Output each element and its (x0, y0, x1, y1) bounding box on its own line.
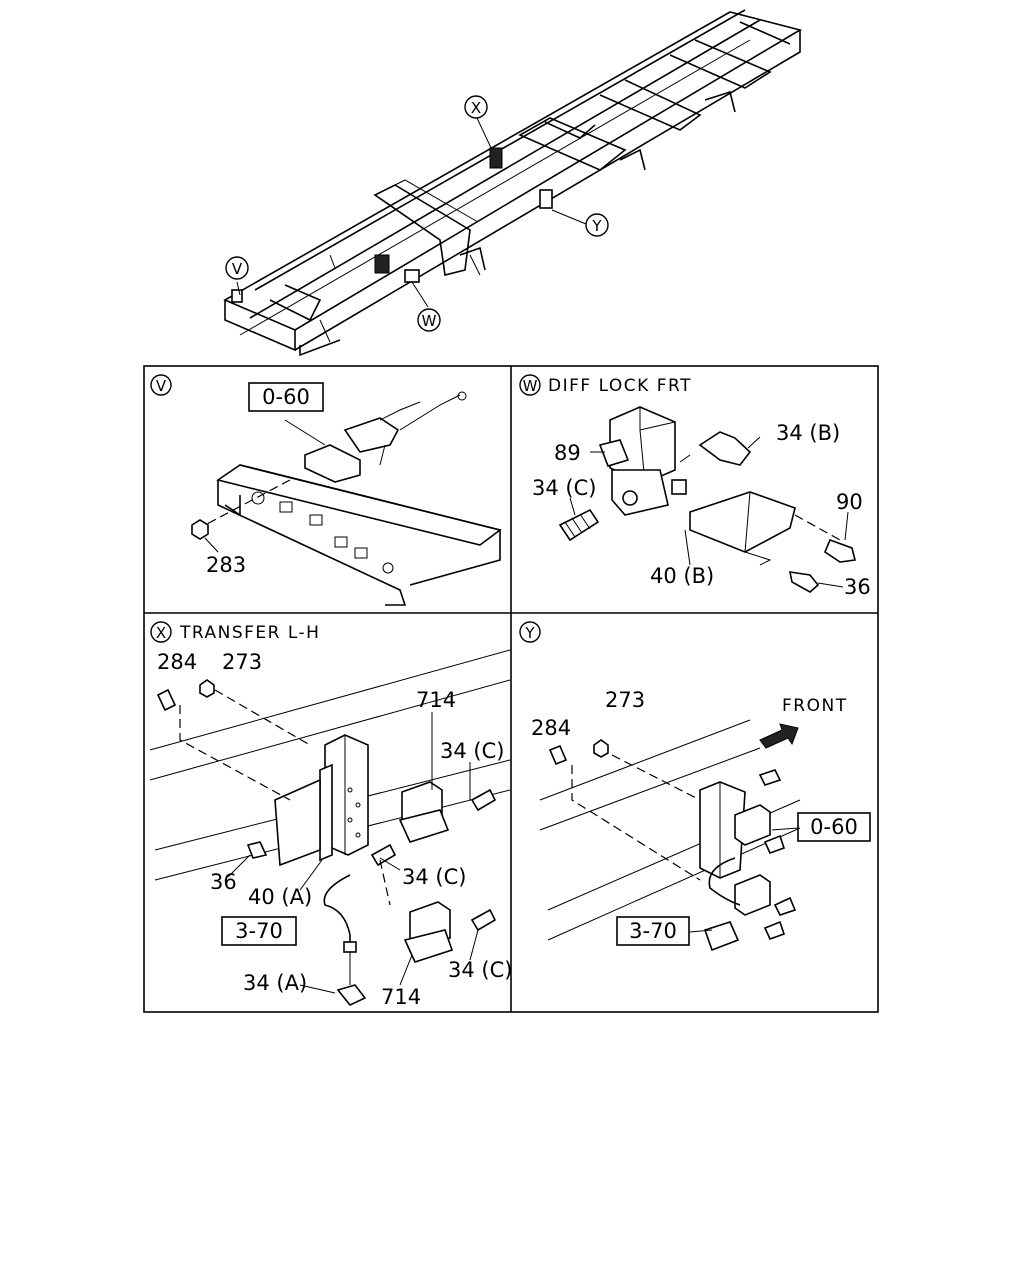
panel-x-label-714-bottom: 714 (381, 985, 421, 1009)
panel-w: W DIFF LOCK FRT 89 34 (B) 34 (C) 90 40 (… (519, 374, 871, 599)
panel-x-label-34c-bottom: 34 (C) (448, 958, 512, 982)
panel-y-ref-box-bottom (616, 916, 690, 946)
chassis-frame-overview: X Y V W (223, 9, 803, 357)
panel-w-label-90: 90 (836, 490, 863, 514)
callout-y-label: Y (591, 217, 602, 235)
panel-x-label-36: 36 (210, 870, 237, 894)
panel-x-label-34c-top: 34 (C) (440, 739, 504, 763)
panel-w-marker (519, 374, 541, 396)
panel-y-marker-label: Y (524, 624, 535, 642)
panel-v-marker (150, 374, 172, 396)
panel-w-label-40b: 40 (B) (650, 564, 714, 588)
panel-x: X TRANSFER L-H 3- (149, 621, 512, 1009)
panel-w-title: DIFF LOCK FRT (548, 376, 692, 396)
panel-x-label-714-top: 714 (416, 688, 456, 712)
panel-x-label-273: 273 (222, 650, 262, 674)
panel-y-marker (519, 621, 541, 643)
panel-y-label-273: 273 (605, 688, 645, 712)
panel-x-label-34a: 34 (A) (243, 971, 307, 995)
panel-y-ref-box-bottom-text: 3-70 (629, 919, 677, 943)
panel-y-front-label: FRONT (782, 696, 848, 716)
panel-x-marker (150, 621, 172, 643)
panel-w-label-34c: 34 (C) (532, 476, 596, 500)
panel-w-label-36: 36 (844, 575, 871, 599)
callout-x (464, 95, 488, 119)
panel-w-marker-label: W (523, 377, 538, 395)
panel-y: Y FRONT 0-60 3-70 284 273 (519, 621, 871, 952)
panel-x-marker-label: X (156, 624, 166, 642)
detail-grid (143, 365, 879, 1013)
panel-x-ref-box (221, 916, 297, 946)
panel-v: V 0-60 283 (150, 374, 502, 606)
panel-v-ref-box-text: 0-60 (262, 385, 310, 409)
panel-w-label-34b: 34 (B) (776, 421, 840, 445)
panel-v-marker-label: V (156, 377, 167, 395)
panel-x-label-34c-mid: 34 (C) (402, 865, 466, 889)
panel-y-ref-box-top-text: 0-60 (810, 815, 858, 839)
front-arrow-icon (759, 723, 799, 749)
panel-x-ref-box-text: 3-70 (235, 919, 283, 943)
panel-w-label-89: 89 (554, 441, 581, 465)
callout-w-label: W (422, 312, 437, 330)
panel-y-label-284: 284 (531, 716, 571, 740)
panel-x-label-40a: 40 (A) (248, 885, 312, 909)
callout-v (225, 256, 249, 280)
panel-x-title: TRANSFER L-H (179, 623, 320, 643)
callout-v-label: V (232, 260, 243, 278)
panel-y-ref-box-top (797, 812, 871, 842)
callout-y (585, 213, 609, 237)
panel-x-label-284: 284 (157, 650, 197, 674)
callout-w (417, 308, 441, 332)
panel-v-label-283: 283 (206, 553, 246, 577)
callout-x-label: X (471, 99, 481, 117)
panel-v-ref-box (248, 382, 324, 412)
